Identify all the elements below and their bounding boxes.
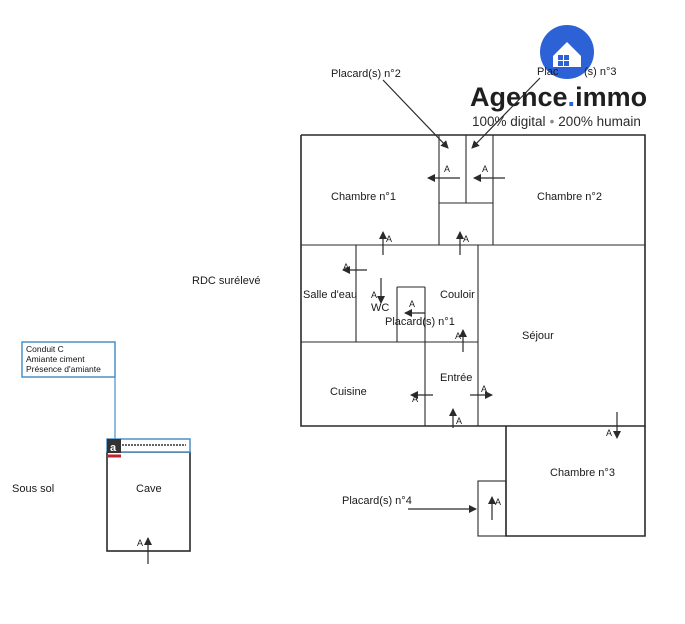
svg-text:A: A [412,394,418,404]
svg-text:100% digital•200% humain: 100% digital •200% humain [472,114,641,129]
logo-tagline-right: 200% humain [558,114,641,129]
callout-badge [107,439,121,453]
logo-tagline-left: 100% digital [472,114,546,129]
svg-text:A: A [481,384,487,394]
svg-text:A: A [482,164,488,174]
level-sous-sol-label: Sous sol [12,483,54,495]
svg-text:A: A [606,428,612,438]
room-cuisine: Cuisine [330,386,367,398]
placard-3-label-left: Plac [537,66,559,78]
room-wc: WC [371,302,389,314]
room-sejour: Séjour [522,330,554,342]
callout-line3: Présence d'amiante [26,364,101,374]
svg-text:A: A [444,164,450,174]
room-chambre-2: Chambre n°2 [537,191,602,203]
logo-brand-left: Agence [470,82,568,112]
placard-1-label: Placard(s) n°1 [385,316,455,328]
svg-text:A: A [495,497,501,507]
svg-text:A: A [137,538,143,548]
room-chambre-1: Chambre n°1 [331,191,396,203]
room-entree: Entrée [440,372,472,384]
logo-tagline-sep: • [550,114,555,129]
room-cave: Cave [136,483,162,495]
logo-brand-dot: . [568,82,576,112]
svg-text:A: A [409,299,415,309]
svg-text:Agence.immo: Agence.immo [470,82,647,112]
callout-line2: Amiante ciment [26,354,85,364]
room-couloir: Couloir [440,289,475,301]
svg-text:A: A [455,331,461,341]
room-salle-eau: Salle d'eau [303,289,357,301]
svg-text:A: A [386,234,392,244]
svg-text:A: A [371,290,377,300]
callout-line1: Conduit C [26,344,64,354]
svg-text:A: A [463,234,469,244]
room-chambre-3: Chambre n°3 [550,467,615,479]
agence-immo-logo: Agence.immo 100% digital •200% humain [470,25,647,129]
placard-3-label-right: (s) n°3 [584,66,617,78]
logo-brand-right: immo [575,82,647,112]
placard-4-label: Placard(s) n°4 [342,495,412,507]
placard-pointer-arrows [382,77,541,513]
svg-text:A: A [343,262,349,272]
observation-markers: A A A A A A A A A A A A A [137,164,621,564]
svg-text:A: A [456,416,462,426]
callout-badge-letter: a [110,442,117,454]
level-rdc-label: RDC surélevé [192,275,260,287]
rdc-walls [300,134,646,537]
asbestos-callout: Conduit C Amiante ciment Présence d'amia… [21,341,121,458]
placard-2-label: Placard(s) n°2 [331,68,401,80]
house-shape-icon [553,42,581,67]
